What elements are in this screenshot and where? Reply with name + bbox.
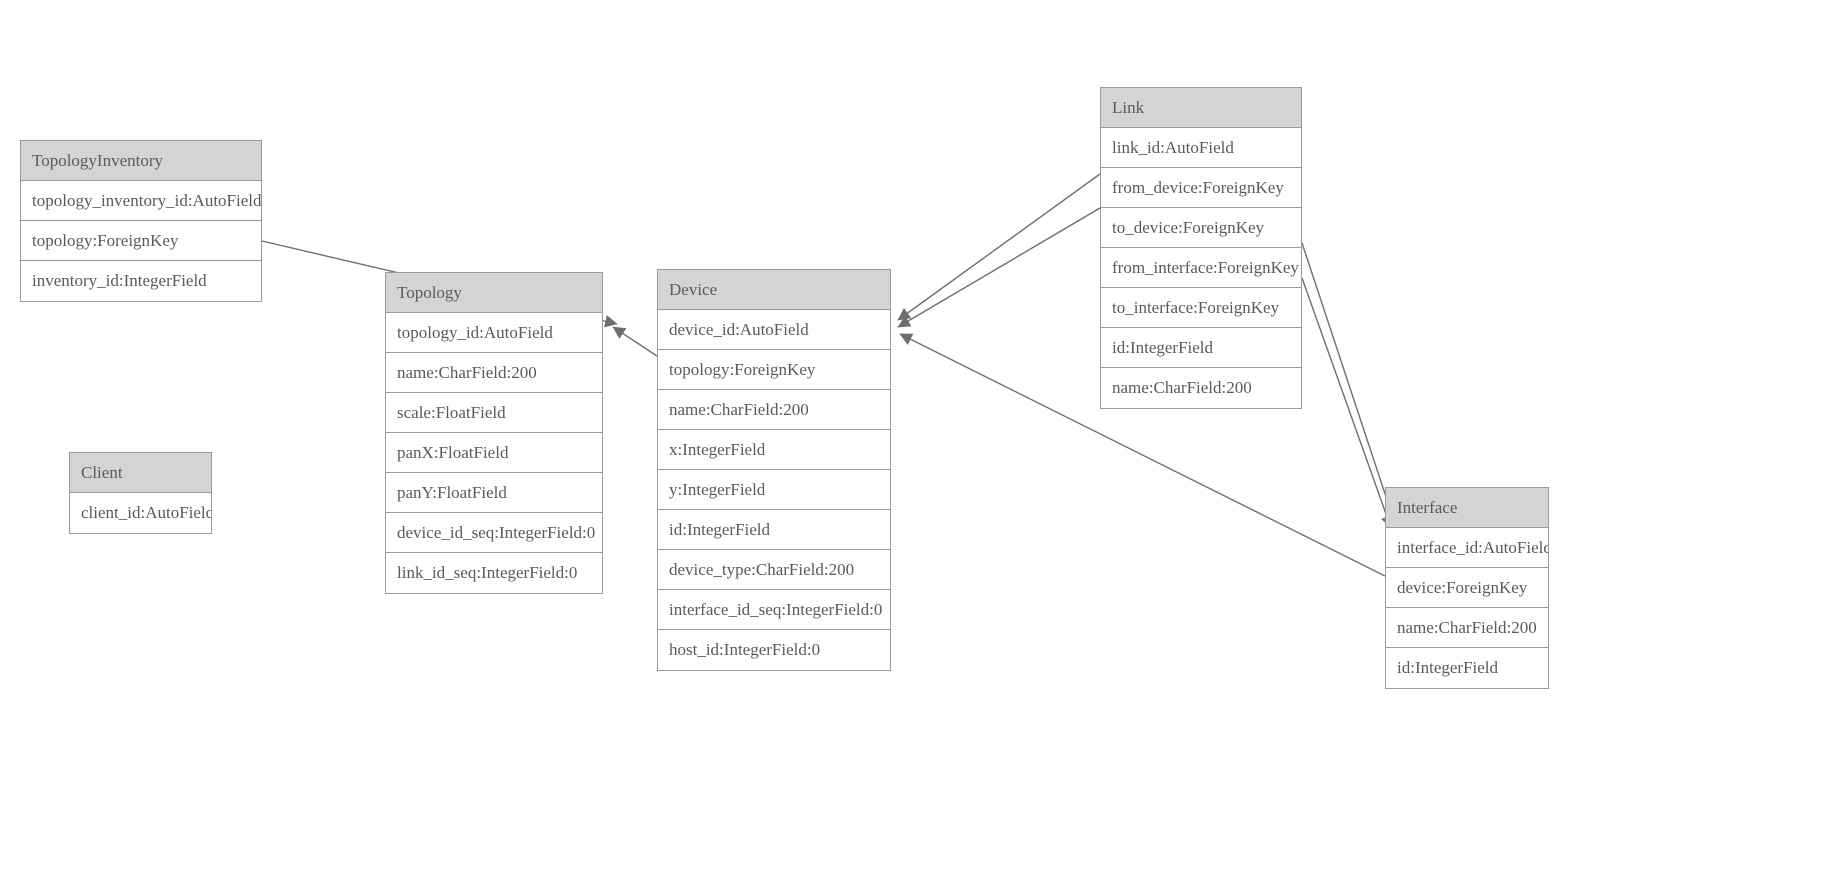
entity-field: link_id_seq:IntegerField:0	[386, 553, 602, 593]
entity-field: to_interface:ForeignKey	[1101, 288, 1301, 328]
entity-field: topology:ForeignKey	[658, 350, 890, 390]
entity-field: to_device:ForeignKey	[1101, 208, 1301, 248]
entity-field: scale:FloatField	[386, 393, 602, 433]
entity-field: name:CharField:200	[1386, 608, 1548, 648]
entity-field: inventory_id:IntegerField	[21, 261, 261, 301]
entity-title-link: Link	[1101, 88, 1301, 128]
entity-field: link_id:AutoField	[1101, 128, 1301, 168]
entity-field: device_type:CharField:200	[658, 550, 890, 590]
entity-field: topology_id:AutoField	[386, 313, 602, 353]
entity-field: name:CharField:200	[658, 390, 890, 430]
entity-field: client_id:AutoField	[70, 493, 211, 533]
entity-field: x:IntegerField	[658, 430, 890, 470]
entity-field: id:IntegerField	[1101, 328, 1301, 368]
entity-field: device_id_seq:IntegerField:0	[386, 513, 602, 553]
entity-field: from_device:ForeignKey	[1101, 168, 1301, 208]
entity-field: name:CharField:200	[1101, 368, 1301, 408]
entity-field: topology:ForeignKey	[21, 221, 261, 261]
entity-field: name:CharField:200	[386, 353, 602, 393]
entity-title-topology: Topology	[386, 273, 602, 313]
entity-field: id:IntegerField	[1386, 648, 1548, 688]
relationship-edge	[1301, 242, 1399, 528]
entity-title-interface: Interface	[1386, 488, 1548, 528]
entity-field: host_id:IntegerField:0	[658, 630, 890, 670]
entity-title-client: Client	[70, 453, 211, 493]
relationship-edge	[897, 173, 1101, 321]
relationship-edge	[1301, 277, 1393, 529]
entity-field: interface_id_seq:IntegerField:0	[658, 590, 890, 630]
entity-field: device:ForeignKey	[1386, 568, 1548, 608]
entity-title-topology_inventory: TopologyInventory	[21, 141, 261, 181]
entity-field: topology_inventory_id:AutoField	[21, 181, 261, 221]
entity-field: panY:FloatField	[386, 473, 602, 513]
relationship-edge	[897, 207, 1101, 328]
entity-field: from_interface:ForeignKey	[1101, 248, 1301, 288]
entity-field: y:IntegerField	[658, 470, 890, 510]
entity-field: panX:FloatField	[386, 433, 602, 473]
relationship-edge	[612, 326, 658, 357]
entity-field: interface_id:AutoField	[1386, 528, 1548, 568]
entity-field: id:IntegerField	[658, 510, 890, 550]
entity-field: device_id:AutoField	[658, 310, 890, 350]
entity-title-device: Device	[658, 270, 890, 310]
